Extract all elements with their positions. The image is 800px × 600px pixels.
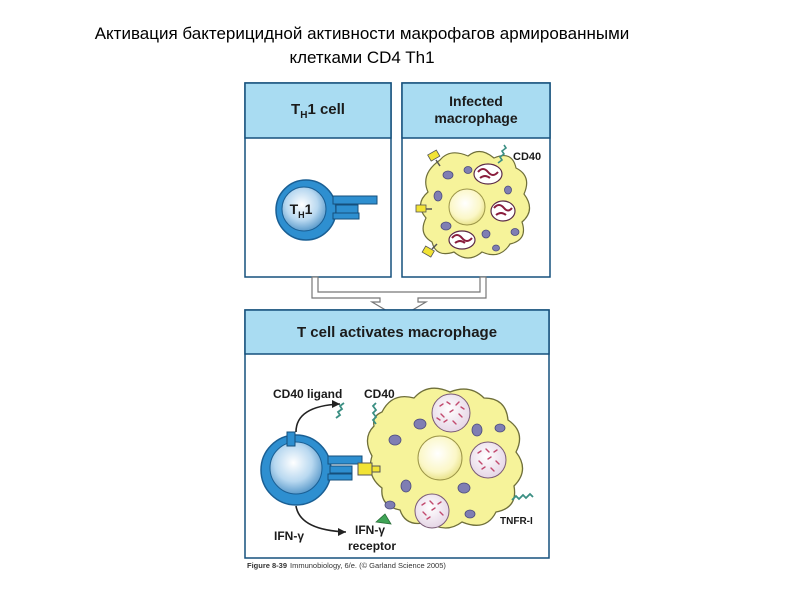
- th1-cell: TH1: [275, 179, 378, 241]
- lysosomes: [433, 166, 520, 252]
- killed-bacteria-vacuole: [414, 493, 450, 529]
- cd40-label: CD40: [364, 387, 395, 401]
- th1-panel: TH1 cell TH1: [244, 82, 392, 278]
- th1-panel-title: TH1 cell: [291, 101, 345, 121]
- cd40-ligand-arrow: [295, 400, 341, 433]
- merge-arrow: [311, 276, 487, 319]
- infected-macrophage-panel: Infected macrophage: [401, 82, 551, 278]
- ifn-receptor-label-line-2: receptor: [348, 539, 396, 553]
- infected-panel-title-line-2: macrophage: [434, 110, 517, 126]
- infected-cd40-label: CD40: [513, 151, 541, 163]
- activation-panel-title: T cell activates macrophage: [297, 324, 497, 341]
- infected-panel-title-line-1: Infected: [449, 93, 503, 109]
- cd40-ligand-label: CD40 ligand: [273, 387, 342, 401]
- killed-bacteria-vacuole: [469, 441, 507, 479]
- infected-vesicle: [448, 230, 476, 250]
- killed-bacteria-vacuole: [431, 393, 471, 433]
- cd40-receptor-icon: [371, 402, 378, 425]
- ifn-receptor-icon: [415, 149, 441, 258]
- infected-vesicle: [490, 200, 516, 222]
- slide-title-line-1: Активация бактерицидной активности макро…: [94, 24, 630, 43]
- slide-title-line-2: клетками CD4 Th1: [289, 48, 435, 67]
- infected-macrophage-cell: [415, 144, 531, 259]
- activating-t-cell: [260, 402, 381, 506]
- ifn-gamma-label: IFN-γ: [274, 529, 304, 543]
- activation-panel: T cell activates macrophage: [244, 309, 550, 559]
- th1-cell-label: TH1: [290, 201, 313, 220]
- cd40-receptor-icon: [497, 144, 508, 164]
- ifn-receptor-marker: [375, 513, 392, 525]
- infected-vesicle: [473, 163, 503, 185]
- activated-macrophage-cell: [366, 387, 534, 529]
- ifn-gamma-arrow: [295, 505, 347, 536]
- cd40-ligand-icon: [335, 402, 345, 419]
- ifn-receptor-label-line-1: IFN-γ: [355, 523, 385, 537]
- tnfr-receptor-icon: [511, 492, 534, 501]
- lysosomes: [384, 418, 506, 519]
- tnfr-label: TNFR-I: [500, 516, 533, 527]
